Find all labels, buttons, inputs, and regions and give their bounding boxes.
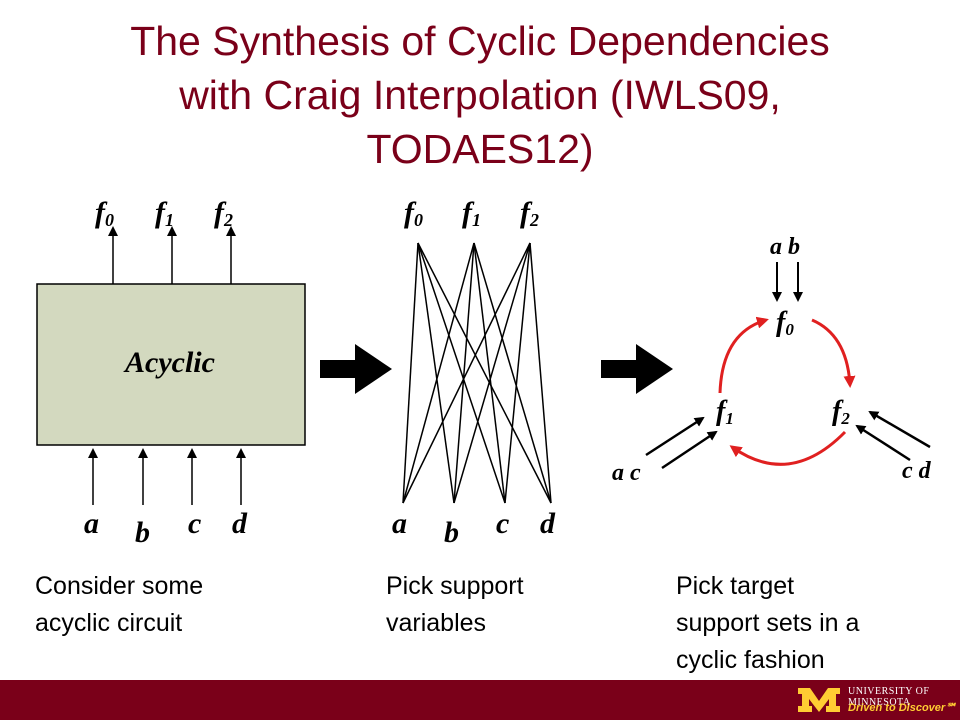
right-input-arrow-d	[868, 410, 931, 449]
slide-title: The Synthesis of Cyclic Dependencies wit…	[40, 14, 920, 176]
input-label-c: c	[188, 507, 201, 540]
cycle-edge-f2-to-f1	[729, 430, 847, 466]
cycle-edge-f0-to-f2	[811, 318, 856, 388]
caption-acyclic-line-2: acyclic circuit	[35, 609, 183, 637]
transition-arrow-2	[601, 344, 673, 394]
footer-university-name: UNIVERSITY OF MINNESOTA	[848, 686, 930, 708]
support-output-f0: f0	[404, 196, 423, 230]
input-label-b: b	[135, 516, 150, 549]
left-input-arrow-c	[661, 430, 718, 470]
caption-support-line-2: variables	[386, 609, 487, 637]
acyclic-block-label: Acyclic	[123, 346, 215, 379]
right-input-arrow-c	[855, 424, 911, 462]
cyclic-left-inputs: a c	[612, 460, 641, 486]
footer-bar	[0, 680, 960, 720]
cycle-edge-f1-to-f0	[718, 316, 769, 394]
panel-support-variables: f0 f1 f2 a b c d	[392, 196, 556, 549]
support-output-f1: f1	[462, 196, 481, 230]
input-label-d: d	[232, 507, 248, 540]
output-label-f2: f2	[214, 196, 233, 230]
cyclic-node-f0: f0	[776, 307, 794, 339]
title-line-1: The Synthesis of Cyclic Dependencies	[130, 18, 830, 64]
support-input-d: d	[540, 507, 556, 540]
cyclic-node-f2: f2	[832, 396, 850, 428]
title-line-3: TODAES12)	[366, 126, 594, 172]
output-label-f0: f0	[95, 196, 114, 230]
caption-support-line-1: Pick support	[386, 572, 524, 600]
acyclic-block	[36, 283, 306, 446]
caption-support: Pick support variables	[386, 568, 524, 642]
support-input-a: a	[392, 507, 407, 540]
support-input-c: c	[496, 507, 509, 540]
left-input-arrow-a	[645, 416, 705, 457]
panel-acyclic: Acyclic f0 f1 f2 a b c d	[36, 196, 306, 549]
caption-acyclic: Consider some acyclic circuit	[35, 568, 203, 642]
caption-cyclic-line-2: support sets in a	[676, 609, 860, 637]
title-line-2: with Craig Interpolation (IWLS09,	[179, 72, 781, 118]
diagram-canvas: Acyclic f0 f1 f2 a b c d	[36, 196, 932, 549]
output-label-f1: f1	[155, 196, 174, 230]
university-m-logo	[798, 688, 840, 712]
panel-cyclic: a b f0 f1 f2 a c c d	[612, 234, 932, 486]
input-label-a: a	[84, 507, 99, 540]
caption-cyclic-line-3: cyclic fashion	[676, 646, 825, 674]
caption-acyclic-line-1: Consider some	[35, 572, 204, 600]
cyclic-right-inputs: c d	[902, 458, 932, 484]
caption-cyclic: Pick target support sets in a cyclic fas…	[676, 568, 859, 679]
support-connections	[402, 242, 552, 504]
cyclic-node-f1: f1	[716, 396, 734, 428]
caption-cyclic-line-1: Pick target	[676, 572, 795, 600]
cyclic-top-inputs: a b	[770, 234, 800, 260]
support-input-b: b	[444, 516, 459, 549]
support-output-f2: f2	[520, 196, 539, 230]
transition-arrow-1	[320, 344, 392, 394]
footer-tagline: Driven to Discover℠	[848, 702, 957, 714]
